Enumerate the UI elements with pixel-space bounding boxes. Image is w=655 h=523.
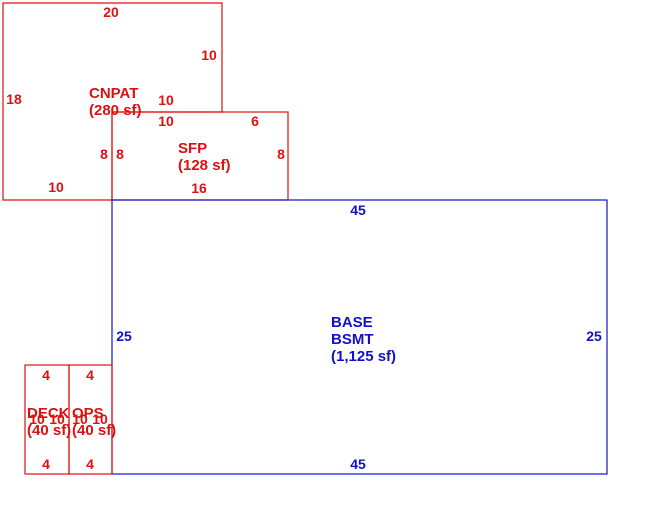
sfp-dim-right: 8 <box>277 146 285 162</box>
base-dim-left: 25 <box>116 328 132 344</box>
cnpat-dim-right: 10 <box>201 47 217 63</box>
sfp-name: SFP <box>178 140 207 157</box>
ops-dim-top: 4 <box>86 367 94 383</box>
base-outline[interactable] <box>111 199 608 475</box>
sfp-dim-top-right: 6 <box>251 113 259 129</box>
deck-area: (40 sf) <box>27 422 71 439</box>
ops-dim-left: 10 <box>72 411 88 427</box>
sfp-area: (128 sf) <box>178 157 231 174</box>
ops-dim-right: 10 <box>92 411 108 427</box>
cnpat-area: (280 sf) <box>89 102 142 119</box>
base-name-line1: BASE <box>331 314 373 331</box>
deck-dim-left: 10 <box>29 411 45 427</box>
deck-dim-top: 4 <box>42 367 50 383</box>
base-dim-right: 25 <box>586 328 602 344</box>
ops-name: OPS <box>72 405 104 422</box>
cnpat-name: CNPAT <box>89 85 138 102</box>
cnpat-dim-inner-top: 10 <box>158 92 174 108</box>
cnpat-dim-inner-right: 8 <box>100 146 108 162</box>
base-dim-top: 45 <box>350 202 366 218</box>
deck-dim-right: 10 <box>49 411 65 427</box>
base-area: (1,125 sf) <box>331 348 396 365</box>
cnpat-dim-left: 18 <box>6 91 22 107</box>
deck-dim-bottom: 4 <box>42 456 50 472</box>
sfp-dim-left: 8 <box>116 146 124 162</box>
deck-name: DECK <box>27 405 70 422</box>
sfp-dim-bottom: 16 <box>191 180 207 196</box>
cnpat-dim-top: 20 <box>103 4 119 20</box>
ops-dim-bottom: 4 <box>86 456 94 472</box>
base-name-line2: BSMT <box>331 331 374 348</box>
cnpat-dim-bottom: 10 <box>48 179 64 195</box>
sfp-dim-top-left: 10 <box>158 113 174 129</box>
base-dim-bottom: 45 <box>350 456 366 472</box>
ops-area: (40 sf) <box>72 422 116 439</box>
ops-outline[interactable] <box>68 364 113 475</box>
